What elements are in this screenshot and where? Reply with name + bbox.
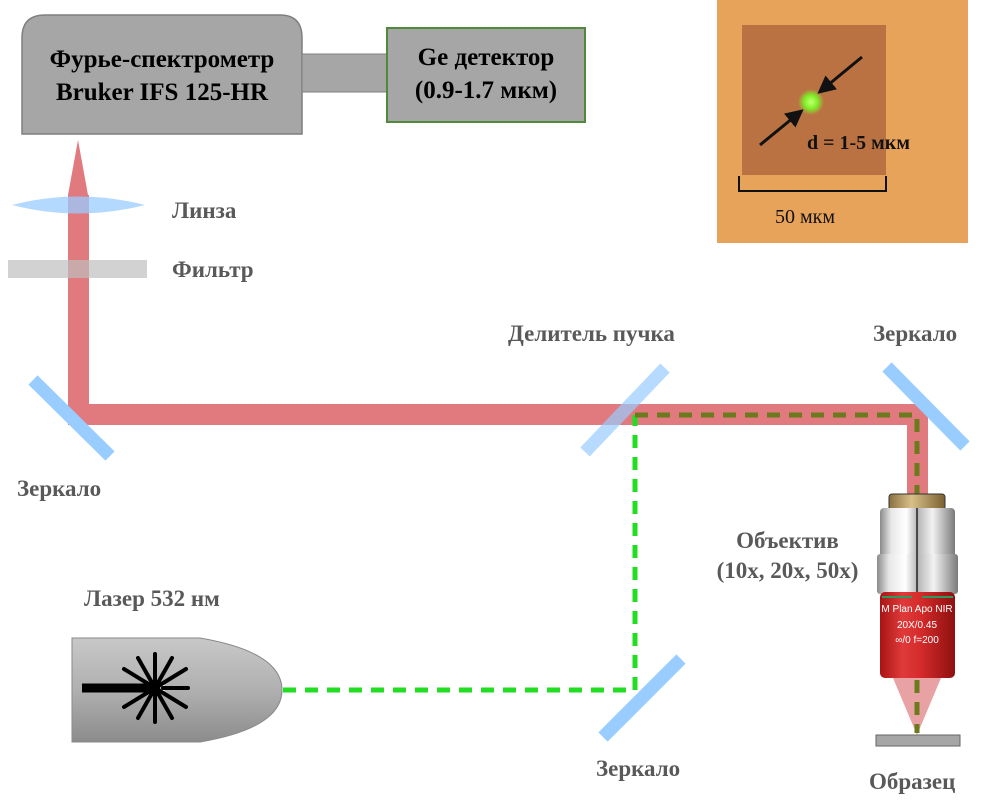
filter-label: Фильтр bbox=[172, 257, 254, 282]
mirror-right-label: Зеркало bbox=[873, 321, 958, 346]
spot-arrow-top bbox=[817, 55, 863, 94]
mirror-bottom bbox=[598, 654, 686, 742]
laser-label: Лазер 532 нм bbox=[84, 586, 220, 611]
sample-label: Образец bbox=[869, 769, 956, 794]
spectrometer-label: Фурье-спектрометр Bruker IFS 125-HR bbox=[22, 44, 302, 109]
sample bbox=[875, 734, 961, 747]
engraving-line3: ∞/0 f=200 bbox=[895, 635, 939, 646]
mirror-bottom-label: Зеркало bbox=[596, 756, 681, 781]
spectrometer-line2: Bruker IFS 125-HR bbox=[55, 78, 269, 106]
overlap-beam-path bbox=[635, 412, 920, 500]
detector-line2: (0.9-1.7 мкм) bbox=[414, 76, 558, 104]
objective-label-line2: (10x, 20x, 50x) bbox=[716, 557, 859, 583]
spectrometer-line1: Фурье-спектрометр bbox=[49, 46, 275, 73]
scale-bar bbox=[738, 176, 887, 192]
beamsplitter bbox=[580, 363, 670, 457]
lens-label: Линза bbox=[172, 198, 237, 223]
spectrometer-box bbox=[21, 14, 303, 135]
spot-arrow-bottom bbox=[759, 109, 804, 147]
detector-connector bbox=[301, 53, 388, 93]
objective-label-line1: Объектив bbox=[736, 528, 839, 553]
engraving-line2: 20X/0.45 bbox=[896, 619, 938, 631]
engraving-line1: M Plan Apo NIR bbox=[881, 604, 953, 615]
inset-image bbox=[717, 0, 968, 243]
detector-line1: Ge детектор bbox=[417, 44, 555, 71]
ge-detector-box bbox=[386, 27, 586, 123]
mirror-right bbox=[882, 362, 970, 451]
laser-beam-path bbox=[283, 415, 638, 693]
lens bbox=[12, 196, 145, 214]
beamsplitter-label: Делитель пучка bbox=[508, 321, 675, 346]
scale-bar-label: 50 мкм bbox=[775, 206, 836, 228]
objective-engraving: M Plan Apo NIR 20X/0.45 ∞/0 f=200 bbox=[877, 602, 957, 649]
objective-lens bbox=[877, 493, 958, 678]
objective-label: Объектив (10x, 20x, 50x) bbox=[695, 526, 880, 586]
filter bbox=[8, 260, 147, 278]
ir-beam-vertical bbox=[68, 195, 89, 425]
laser-symbol-icon bbox=[82, 652, 190, 724]
mirror-left bbox=[28, 375, 115, 461]
mirror-left-label: Зеркало bbox=[17, 476, 102, 501]
ir-beam-horizontal bbox=[68, 404, 928, 425]
laser-spot bbox=[798, 89, 824, 115]
ir-beam-focus-cone bbox=[68, 140, 88, 195]
spot-diameter-label: d = 1-5 мкм bbox=[807, 132, 910, 154]
detector-label: Ge детектор (0.9-1.7 мкм) bbox=[387, 42, 585, 107]
